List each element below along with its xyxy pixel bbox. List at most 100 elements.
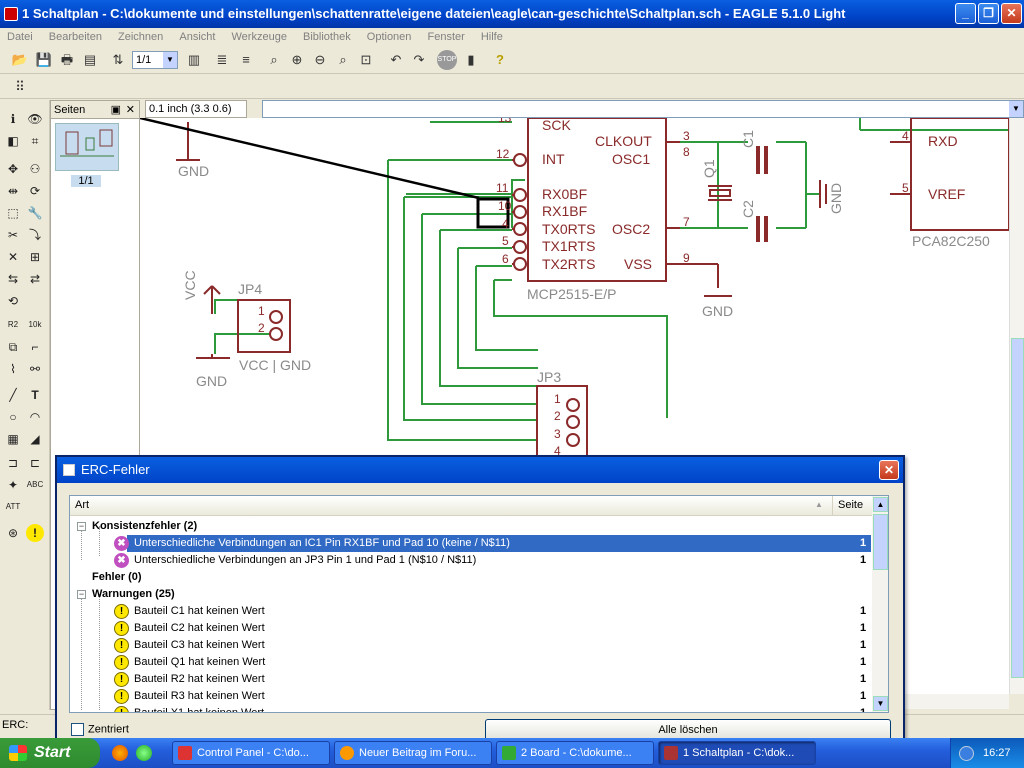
erc-icon[interactable]: ⊛ [7, 526, 19, 540]
restore-button[interactable]: ❐ [978, 3, 999, 24]
replace-icon[interactable]: ⟲ [7, 294, 19, 308]
menu-hilfe[interactable]: Hilfe [480, 31, 503, 43]
menu-ansicht[interactable]: Ansicht [179, 31, 216, 43]
list-item[interactable]: ! Bauteil R3 hat keinen Wert 1 [70, 688, 870, 705]
menu-fenster[interactable]: Fenster [427, 31, 465, 43]
page-thumbnail[interactable] [55, 123, 119, 171]
list-scrollbar[interactable]: ▲ ▼ [872, 496, 888, 712]
open-icon[interactable]: 📂 [11, 52, 29, 67]
scroll-up-icon[interactable]: ▲ [873, 497, 888, 512]
grid-icon[interactable]: ⠿ [15, 79, 25, 94]
net-icon[interactable]: ⊏ [29, 456, 41, 470]
text-icon[interactable]: T [31, 388, 39, 402]
mark-icon[interactable]: ⌗ [31, 134, 39, 148]
junction-icon[interactable]: ✦ [7, 478, 19, 492]
value-icon[interactable]: 10k [28, 320, 42, 329]
info-icon[interactable]: ℹ [10, 112, 16, 126]
cut-icon[interactable]: ✂ [7, 228, 19, 242]
quicklaunch-icon[interactable] [136, 745, 152, 761]
start-button[interactable]: Start [0, 738, 100, 768]
pinswap-icon[interactable]: ⇆ [7, 272, 19, 286]
list-item[interactable]: ! Bauteil C3 hat keinen Wert 1 [70, 637, 870, 654]
column-page[interactable]: Seite [832, 496, 874, 515]
checkbox-box[interactable] [71, 723, 84, 736]
delete-icon[interactable]: ✕ [7, 250, 19, 264]
list-item[interactable]: ✖ Unterschiedliche Verbindungen an JP3 P… [70, 552, 870, 569]
command-line-input[interactable]: ▼ [262, 100, 1024, 118]
firefox-icon[interactable] [112, 745, 128, 761]
stop-icon[interactable]: STOP [437, 50, 457, 70]
add-icon[interactable]: ⊞ [29, 250, 41, 264]
sheet-select[interactable]: 1/1 ▼ [132, 51, 178, 69]
invoke-icon[interactable]: ⚯ [29, 362, 41, 376]
menu-optionen[interactable]: Optionen [366, 31, 412, 43]
zoom-in-icon[interactable]: ⊕ [291, 52, 303, 67]
group-icon[interactable]: ⬚ [7, 206, 19, 220]
redo-icon[interactable]: ↷ [413, 52, 425, 67]
smash-icon[interactable]: ⧉ [8, 340, 18, 354]
list-item[interactable]: ! Bauteil C2 hat keinen Wert 1 [70, 620, 870, 637]
script-icon[interactable]: ≣ [216, 52, 228, 67]
save-icon[interactable]: 💾 [35, 52, 53, 67]
task-forum[interactable]: Neuer Beitrag im Foru... [334, 741, 492, 765]
collapse-icon[interactable]: − [77, 521, 86, 531]
errors-icon[interactable]: ! [26, 524, 44, 542]
name-icon[interactable]: R2 [7, 320, 19, 329]
library-icon[interactable]: ▥ [187, 52, 201, 67]
menu-zeichnen[interactable]: Zeichnen [118, 31, 164, 43]
erc-error-list[interactable]: Art ▲ Seite − Konsistenzfehler (2) ✖ Unt… [69, 495, 889, 713]
ulp-icon[interactable]: ≡ [242, 52, 250, 67]
go-icon[interactable]: ▮ [467, 52, 475, 67]
menu-datei[interactable]: Datei [7, 31, 33, 43]
zoom-out-icon[interactable]: ⊖ [314, 52, 326, 67]
circle-icon[interactable]: ○ [9, 410, 17, 424]
attribute-icon[interactable]: ATT [5, 502, 21, 511]
list-item[interactable]: ! Bauteil C1 hat keinen Wert 1 [70, 603, 870, 620]
menu-bearbeiten[interactable]: Bearbeiten [48, 31, 102, 43]
dialog-close-button[interactable]: ✕ [879, 460, 899, 480]
menu-bibliothek[interactable]: Bibliothek [303, 31, 351, 43]
centered-checkbox[interactable]: Zentriert [71, 723, 129, 736]
minimize-button[interactable]: _ [955, 3, 976, 24]
task-board[interactable]: 2 Board - C:\dokume... [496, 741, 654, 765]
polygon-icon[interactable]: ◢ [30, 432, 40, 446]
collapse-icon[interactable]: − [77, 589, 86, 599]
task-schaltplan[interactable]: 1 Schaltplan - C:\dok... [658, 741, 816, 765]
vertical-scrollbar[interactable] [1009, 118, 1024, 694]
zoom-redraw-icon[interactable]: ⌕ [339, 52, 347, 67]
label-icon[interactable]: ABC [26, 480, 44, 489]
scroll-thumb[interactable] [1011, 338, 1024, 678]
restore-icon[interactable]: ▣ [110, 104, 121, 116]
list-item[interactable]: ! Bauteil X1 hat keinen Wert 1 [70, 705, 870, 712]
cam-icon[interactable]: ▤ [83, 52, 97, 67]
list-item[interactable]: ! Bauteil R2 hat keinen Wert 1 [70, 671, 870, 688]
zoom-select-icon[interactable]: ⊡ [360, 52, 372, 67]
rotate-icon[interactable]: ⟳ [29, 184, 41, 198]
close-icon[interactable]: ✕ [125, 104, 135, 116]
wire-icon[interactable]: ╱ [9, 388, 17, 402]
undo-icon[interactable]: ↶ [390, 52, 402, 67]
list-item[interactable]: ! Bauteil Q1 hat keinen Wert 1 [70, 654, 870, 671]
menu-werkzeuge[interactable]: Werkzeuge [231, 31, 287, 43]
show-icon[interactable]: 👁 [27, 112, 43, 126]
scroll-down-icon[interactable]: ▼ [873, 696, 888, 711]
display-icon[interactable]: ◧ [7, 134, 19, 148]
miter-icon[interactable]: ⌐ [31, 340, 39, 354]
split-icon[interactable]: ⌇ [10, 362, 16, 376]
bus-icon[interactable]: ⊐ [7, 456, 19, 470]
close-button[interactable]: ✕ [1001, 3, 1022, 24]
arc-icon[interactable]: ◠ [29, 410, 41, 424]
gateswap-icon[interactable]: ⇄ [29, 272, 41, 286]
scroll-thumb[interactable] [873, 514, 888, 570]
change-icon[interactable]: 🔧 [27, 206, 43, 220]
zoom-fit-icon[interactable]: ⌕ [270, 52, 278, 67]
sheet-icon[interactable]: ⇅ [112, 52, 124, 67]
help-icon[interactable]: ? [496, 52, 504, 67]
paste-icon[interactable]: ⤵ [28, 228, 41, 242]
print-icon[interactable]: 🖶 [60, 52, 74, 67]
rect-icon[interactable]: ▦ [7, 432, 19, 446]
tray-expand-icon[interactable] [959, 746, 974, 761]
move-icon[interactable]: ✥ [7, 162, 19, 176]
copy-icon[interactable]: ⚇ [29, 162, 41, 176]
group-errors[interactable]: Fehler (0) [70, 569, 870, 586]
